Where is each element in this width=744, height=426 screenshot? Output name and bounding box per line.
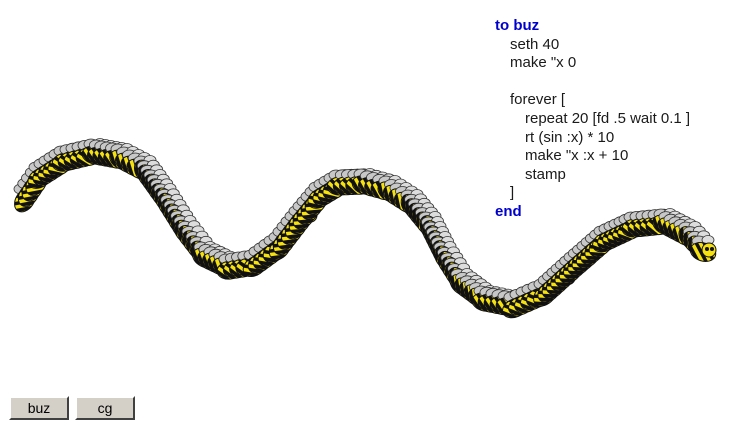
- code-line: make "x 0: [510, 54, 577, 72]
- code-line: ]: [510, 184, 515, 202]
- code-line: seth 40: [510, 35, 560, 53]
- code-line: forever [: [510, 91, 566, 109]
- bee-icon: [689, 235, 717, 262]
- bee-stamp-trail: [13, 138, 717, 319]
- code-keyword-line: end: [495, 202, 522, 220]
- code-line: [495, 73, 690, 92]
- code-line: repeat 20 [fd .5 wait 0.1 ]: [525, 109, 691, 127]
- code-line: rt (sin :x) * 10: [525, 128, 615, 146]
- cg-button[interactable]: cg: [75, 396, 135, 420]
- code-keyword-line: to buz: [495, 17, 540, 34]
- code-line: stamp: [525, 165, 566, 183]
- code-line: make "x :x + 10: [525, 147, 629, 165]
- buz-button[interactable]: buz: [9, 396, 69, 420]
